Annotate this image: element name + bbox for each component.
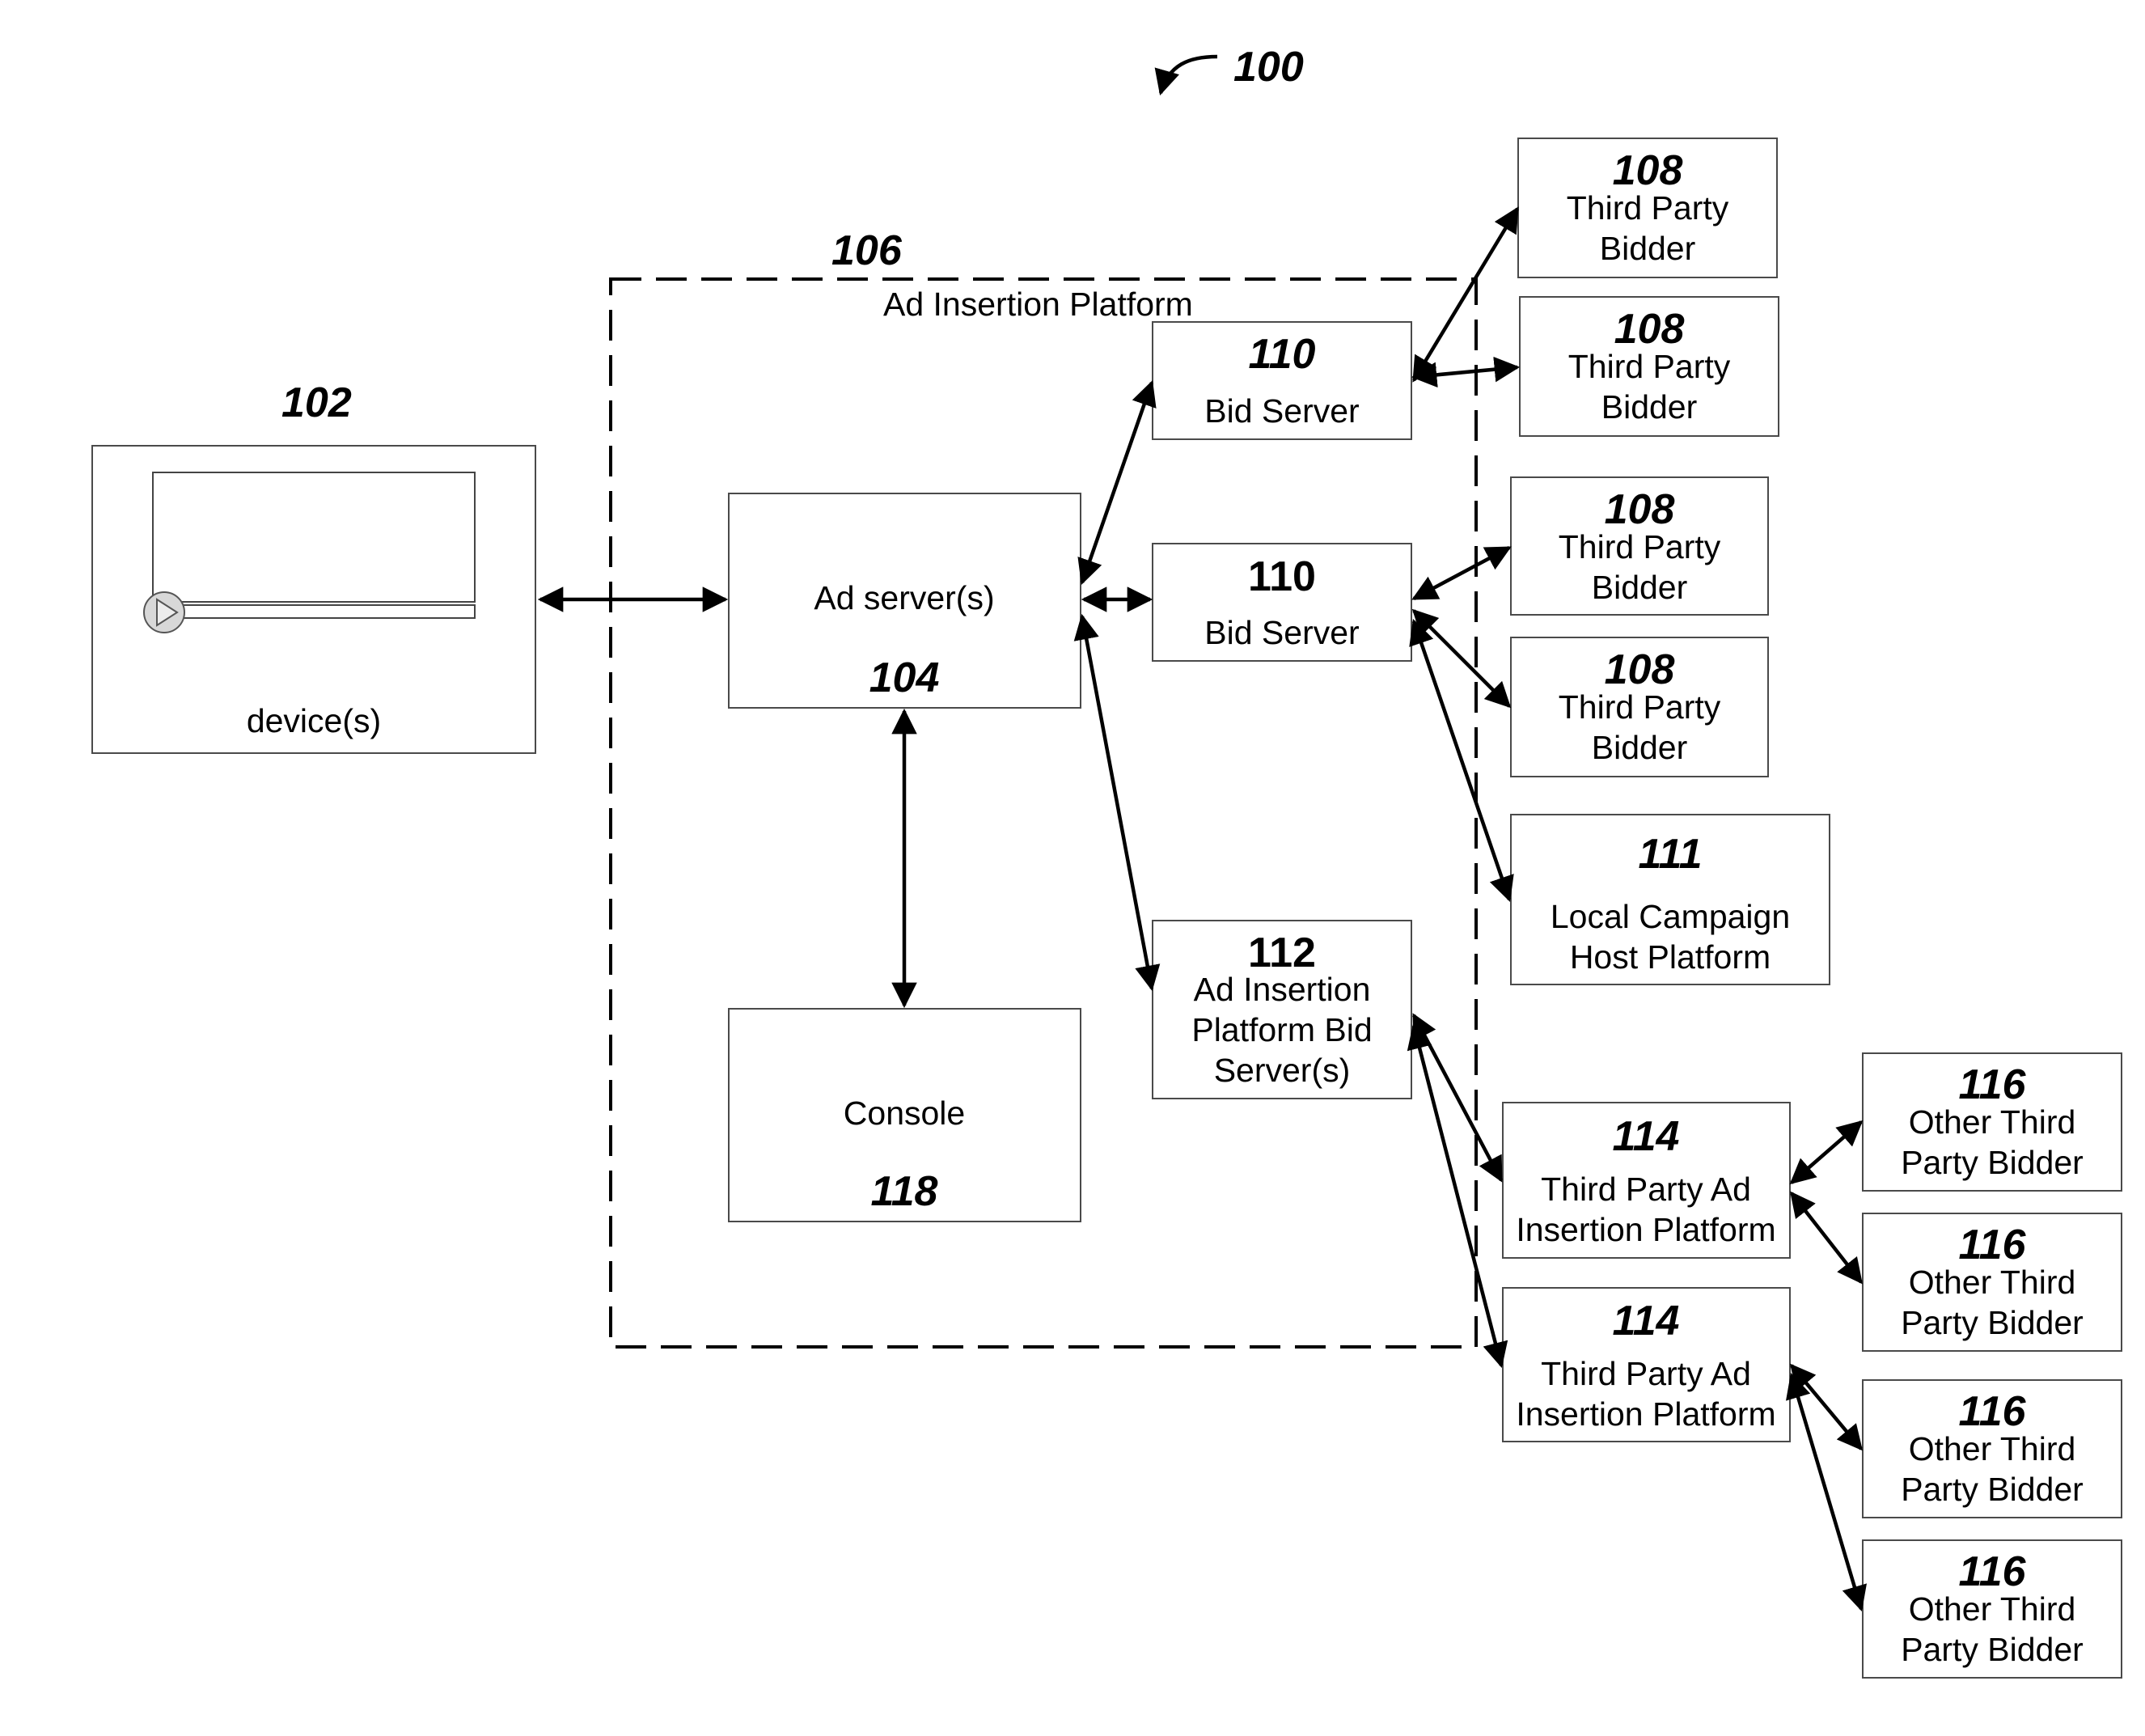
other-bidder-line1: Other Third (1909, 1264, 2076, 1301)
bidder-line1: Third Party (1559, 528, 1721, 565)
arrow-adserver-ap-bidserver (1082, 616, 1152, 989)
other-bidder-node: 116 Other Third Party Bidder (1863, 1540, 2122, 1678)
device-ref: 102 (281, 379, 352, 426)
third-party-bidder-node: 108 Third Party Bidder (1511, 477, 1768, 615)
bidder-line2: Bidder (1601, 388, 1698, 426)
console-ref: 118 (871, 1168, 938, 1215)
device-node: 102 device(s) (92, 379, 535, 753)
ad-server-label: Ad server(s) (814, 579, 994, 616)
ap-bid-server-ref: 112 (1248, 929, 1316, 976)
bidder-line2: Bidder (1592, 569, 1688, 606)
arrow-tp-platform-1-other-2 (1792, 1193, 1861, 1282)
tp-platform-line1: Third Party Ad (1541, 1171, 1751, 1208)
screen-icon (153, 472, 475, 602)
third-party-bidder-node: 108 Third Party Bidder (1518, 138, 1777, 277)
bidder-line2: Bidder (1600, 230, 1696, 267)
other-bidder-line2: Party Bidder (1901, 1144, 2084, 1181)
arrow-bidserver-mid-local-campaign (1414, 621, 1509, 900)
third-party-bidder-node: 108 Third Party Bidder (1511, 637, 1768, 777)
console-node: Console 118 (729, 1009, 1081, 1222)
arrow-ap-bidserver-tp-platform-1 (1414, 1015, 1501, 1180)
third-party-ad-platform-node: 114 Third Party Ad Insertion Platform (1503, 1288, 1790, 1442)
tp-platform-line2: Insertion Platform (1516, 1211, 1775, 1248)
bid-server-mid-node: 110 Bid Server (1153, 544, 1411, 661)
ap-bid-server-line3: Server(s) (1214, 1052, 1351, 1089)
other-bidder-node: 116 Other Third Party Bidder (1863, 1213, 2122, 1351)
bidder-line1: Third Party (1568, 348, 1731, 385)
other-bidder-node: 116 Other Third Party Bidder (1863, 1053, 2122, 1191)
bid-server-top-node: 110 Bid Server (1153, 322, 1411, 439)
console-label: Console (844, 1095, 965, 1132)
local-campaign-ref: 111 (1638, 831, 1702, 878)
tp-platform-ref: 114 (1613, 1113, 1680, 1160)
other-bidder-ref: 116 (1959, 1061, 2027, 1108)
tp-platform-ref: 114 (1613, 1298, 1680, 1344)
figure-ref-arrow (1161, 57, 1217, 93)
ap-bid-server-line2: Platform Bid (1191, 1011, 1372, 1048)
bidder-ref: 108 (1605, 646, 1675, 693)
ap-bid-server-node: 112 Ad Insertion Platform Bid Server(s) (1153, 921, 1411, 1099)
bid-server-top-label: Bid Server (1204, 392, 1359, 430)
bid-server-mid-label: Bid Server (1204, 614, 1359, 651)
local-campaign-line2: Host Platform (1570, 938, 1771, 976)
arrow-bidserver-top-bidder-1 (1414, 209, 1517, 380)
platform-ref: 106 (831, 227, 903, 274)
bid-server-mid-ref: 110 (1248, 553, 1316, 600)
ad-server-ref: 104 (869, 654, 940, 701)
figure-ref: 100 (1161, 44, 1304, 93)
tp-platform-line2: Insertion Platform (1516, 1395, 1775, 1433)
arrow-tp-platform-2-other-4 (1792, 1375, 1861, 1609)
third-party-bidder-node: 108 Third Party Bidder (1520, 297, 1779, 436)
ad-server-node: Ad server(s) 104 (729, 493, 1081, 708)
other-bidder-line2: Party Bidder (1901, 1631, 2084, 1668)
arrow-adserver-bidserver-top (1082, 383, 1152, 582)
bidder-line1: Third Party (1567, 189, 1729, 227)
other-bidder-line1: Other Third (1909, 1430, 2076, 1467)
other-bidder-ref: 116 (1959, 1548, 2027, 1595)
other-bidder-ref: 116 (1959, 1388, 2027, 1435)
bidder-ref: 108 (1605, 486, 1675, 533)
arrow-ap-bidserver-tp-platform-2 (1414, 1026, 1501, 1366)
tp-platform-line1: Third Party Ad (1541, 1355, 1751, 1392)
other-bidder-ref: 116 (1959, 1222, 2027, 1268)
progress-bar-icon (166, 605, 475, 618)
device-label: device(s) (247, 702, 381, 739)
other-bidder-line2: Party Bidder (1901, 1471, 2084, 1508)
third-party-ad-platform-node: 114 Third Party Ad Insertion Platform (1503, 1103, 1790, 1258)
other-bidder-line2: Party Bidder (1901, 1304, 2084, 1341)
local-campaign-node: 111 Local Campaign Host Platform (1511, 815, 1830, 984)
local-campaign-line1: Local Campaign (1551, 898, 1790, 935)
arrow-bidserver-mid-bidder-3 (1414, 548, 1509, 599)
bidder-line2: Bidder (1592, 729, 1688, 766)
ap-bid-server-line1: Ad Insertion (1194, 971, 1371, 1008)
arrow-tp-platform-1-other-1 (1792, 1122, 1861, 1183)
bidder-line1: Third Party (1559, 688, 1721, 726)
arrow-bidserver-top-bidder-2 (1414, 367, 1517, 377)
platform-title: Ad Insertion Platform (883, 286, 1193, 323)
other-bidder-line1: Other Third (1909, 1103, 2076, 1141)
other-bidder-node: 116 Other Third Party Bidder (1863, 1380, 2122, 1518)
figure-ref-number: 100 (1233, 44, 1304, 91)
bidder-ref: 108 (1614, 306, 1685, 353)
bid-server-top-ref: 110 (1249, 331, 1316, 378)
other-bidder-line1: Other Third (1909, 1590, 2076, 1628)
bidder-ref: 108 (1613, 147, 1683, 194)
